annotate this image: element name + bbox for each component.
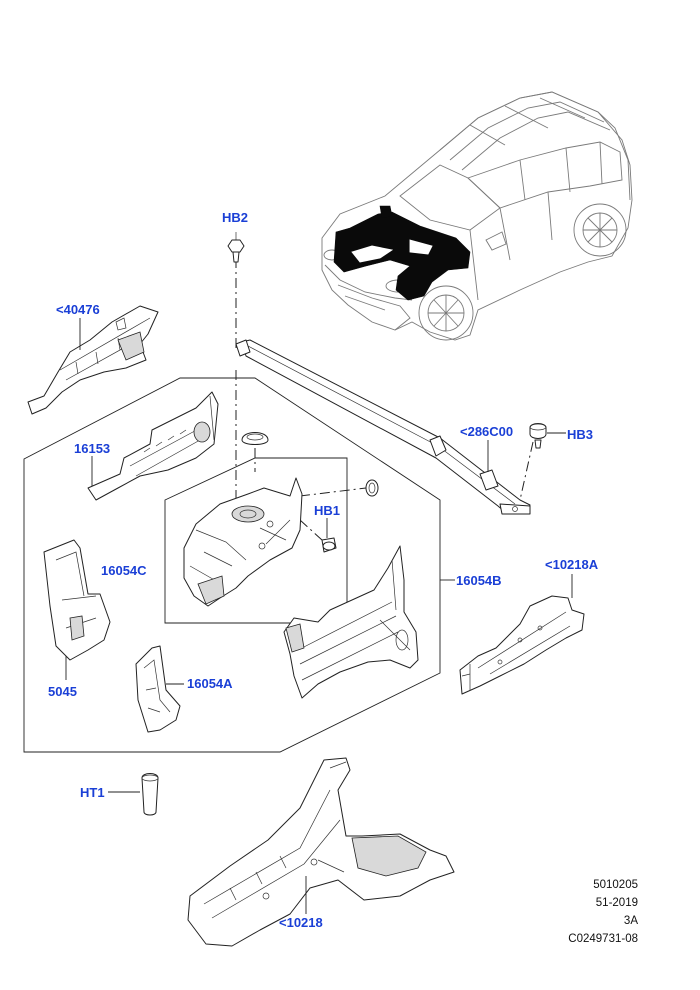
- callout-hb2[interactable]: HB2: [222, 210, 249, 225]
- mount-cap-part[interactable]: [241, 432, 269, 445]
- bracket-16054a-part[interactable]: [135, 645, 181, 733]
- bolt-hb3-part[interactable]: [529, 423, 547, 449]
- fastener-hb1-part[interactable]: [321, 537, 337, 553]
- side-member-10218a-part[interactable]: [459, 595, 585, 695]
- bracket-40476-part[interactable]: [27, 305, 159, 415]
- bolt-hb2-part[interactable]: [227, 232, 245, 263]
- apron-panel-16054b-part[interactable]: [283, 545, 419, 699]
- strut-tower-16054c-part[interactable]: [183, 477, 303, 607]
- reference-variant-line-3: 3A: [623, 915, 638, 927]
- callout-286c00[interactable]: <286C00: [460, 424, 514, 439]
- callout-10218a[interactable]: <10218A: [545, 557, 599, 572]
- callout-40476[interactable]: <40476: [56, 302, 100, 317]
- strut-brace-part[interactable]: [235, 339, 531, 515]
- plug-ht1-part[interactable]: [141, 773, 159, 816]
- callout-16153[interactable]: 16153: [74, 441, 111, 456]
- callout-hb3[interactable]: HB3: [567, 427, 594, 442]
- reference-code-line-1: 5010205: [593, 879, 638, 891]
- callout-16054b[interactable]: 16054B: [456, 573, 502, 588]
- assembly-line-hb1: [299, 519, 323, 541]
- callout-16054a[interactable]: 16054A: [187, 676, 233, 691]
- callout-hb1[interactable]: HB1: [314, 503, 341, 518]
- reinforcement-16153-part[interactable]: [87, 391, 219, 501]
- assembly-line-hb3: [519, 441, 534, 501]
- callout-10218[interactable]: <10218: [279, 915, 323, 930]
- reference-illustration-id-line-4: C0249731-08: [568, 933, 638, 945]
- seal-ring-part[interactable]: [365, 479, 379, 497]
- front-structure-10218-part[interactable]: [187, 757, 455, 947]
- callout-16054c[interactable]: 16054C: [101, 563, 147, 578]
- callout-ht1[interactable]: HT1: [80, 785, 105, 800]
- assembly-line-seal: [299, 487, 367, 497]
- callout-5045[interactable]: 5045: [48, 684, 77, 699]
- vehicle-overview-illustration: [321, 91, 633, 341]
- group-frame-16054b: [23, 377, 441, 753]
- bracket-5045-part[interactable]: [43, 539, 111, 661]
- reference-date-line-2: 51-2019: [595, 897, 638, 909]
